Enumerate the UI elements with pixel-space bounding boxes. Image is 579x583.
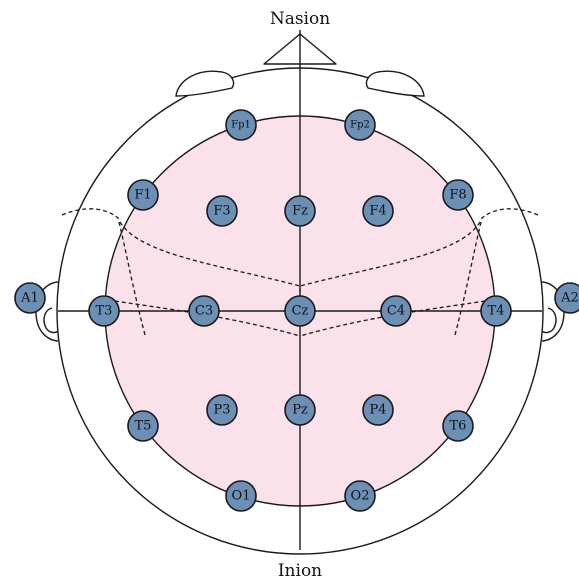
electrode-f1: F1 xyxy=(127,179,159,211)
electrode-marker xyxy=(380,295,412,327)
electrode-marker xyxy=(127,179,159,211)
electrode-o2: O2 xyxy=(344,480,376,512)
electrode-marker xyxy=(206,195,238,227)
electrode-f8: F8 xyxy=(442,179,474,211)
electrode-marker xyxy=(344,480,376,512)
electrode-c3: C3 xyxy=(188,295,220,327)
electrode-p4: P4 xyxy=(362,394,394,426)
electrode-label: T5 xyxy=(135,419,152,434)
electrode-marker xyxy=(284,195,316,227)
electrode-label: A2 xyxy=(560,291,579,306)
electrode-marker xyxy=(362,394,394,426)
right-ear-inner xyxy=(541,307,557,334)
electrode-f4: F4 xyxy=(362,195,394,227)
electrode-label: C4 xyxy=(387,304,405,319)
electrode-marker xyxy=(88,295,120,327)
electrode-t5: T5 xyxy=(127,410,159,442)
electrode-label: Pz xyxy=(292,403,308,418)
electrode-t4: T4 xyxy=(480,295,512,327)
electrode-label: T6 xyxy=(450,419,467,434)
electrode-marker xyxy=(188,295,220,327)
left-ear-inner xyxy=(43,307,59,334)
electrode-label: Fp1 xyxy=(231,120,251,131)
nasion-label: Nasion xyxy=(270,9,330,29)
electrode-marker xyxy=(284,394,316,426)
electrode-label: F3 xyxy=(213,204,230,219)
electrode-fz: Fz xyxy=(284,195,316,227)
electrode-marker xyxy=(225,480,257,512)
electrode-marker xyxy=(225,109,257,141)
electrode-marker xyxy=(284,295,316,327)
electrode-label: Cz xyxy=(292,304,309,319)
electrode-label: Fp2 xyxy=(350,120,370,131)
right-eye-bump xyxy=(365,70,425,97)
electrode-label: Fz xyxy=(292,204,308,219)
electrode-c4: C4 xyxy=(380,295,412,327)
dashed-lower-right xyxy=(299,299,493,337)
electrode-marker xyxy=(442,179,474,211)
dashed-arc-left xyxy=(61,208,146,336)
electrode-f3: F3 xyxy=(206,195,238,227)
inion-label: Inion xyxy=(278,561,322,581)
electrode-label: A1 xyxy=(20,291,39,306)
electrode-pz: Pz xyxy=(284,394,316,426)
electrode-o1: O1 xyxy=(225,480,257,512)
dashed-arc-right xyxy=(454,208,539,336)
electrode-label: O2 xyxy=(351,489,370,504)
electrode-marker xyxy=(206,394,238,426)
electrode-label: P4 xyxy=(369,403,386,418)
electrode-marker xyxy=(362,195,394,227)
electrode-cz: Cz xyxy=(284,295,316,327)
electrode-marker xyxy=(554,282,579,314)
electrode-label: C3 xyxy=(195,304,213,319)
electrode-label: F8 xyxy=(449,188,466,203)
electrode-fp2: Fp2 xyxy=(344,109,376,141)
electrode-label: F1 xyxy=(134,188,151,203)
electrode-t3: T3 xyxy=(88,295,120,327)
left-eye-bump xyxy=(175,70,235,97)
electrode-a1: A1 xyxy=(14,282,46,314)
electrode-marker xyxy=(14,282,46,314)
electrode-marker xyxy=(127,410,159,442)
electrode-label: T4 xyxy=(488,304,505,319)
electrode-marker xyxy=(442,410,474,442)
electrode-fp1: Fp1 xyxy=(225,109,257,141)
electrode-t6: T6 xyxy=(442,410,474,442)
electrode-label: T3 xyxy=(96,304,113,319)
electrode-label: O1 xyxy=(232,489,251,504)
electrode-marker xyxy=(480,295,512,327)
dashed-lower-left xyxy=(107,299,301,337)
electrode-p3: P3 xyxy=(206,394,238,426)
electrode-label: F4 xyxy=(369,204,386,219)
electrode-label: P3 xyxy=(213,403,230,418)
electrode-a2: A2 xyxy=(554,282,579,314)
dashed-curve-right xyxy=(299,221,481,287)
electrode-marker xyxy=(344,109,376,141)
